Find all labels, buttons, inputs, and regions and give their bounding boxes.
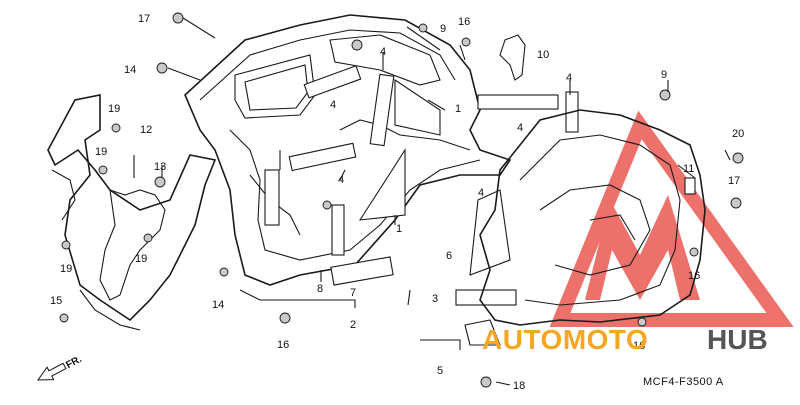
callout-17-top: 17 (138, 13, 150, 25)
callout-10: 10 (537, 49, 549, 61)
callout-11: 11 (683, 163, 694, 175)
watermark-logo-icon (549, 110, 794, 327)
callout-5: 5 (437, 365, 443, 377)
callout-14-low: 14 (212, 299, 224, 311)
callout-19-b: 19 (95, 146, 107, 158)
callout-12: 12 (140, 124, 152, 136)
callout-1-a: 1 (455, 103, 461, 115)
right-outer-cowl (464, 109, 706, 346)
watermark-text: AUTOMOTO HUB (482, 324, 768, 355)
callout-19-c: 19 (135, 253, 147, 265)
callout-17-right: 17 (728, 175, 740, 187)
callout-16-low: 16 (277, 339, 289, 351)
pad-parts (264, 65, 579, 306)
callout-14-top: 14 (124, 64, 136, 76)
callout-9-right: 9 (661, 69, 667, 81)
callout-9-top: 9 (440, 23, 446, 35)
center-cowl-frame (184, 14, 512, 286)
callout-8: 8 (317, 283, 323, 295)
diagram-code: MCF4-F3500 A (643, 376, 724, 388)
callout-7: 7 (350, 287, 356, 299)
callout-16-right: 16 (688, 270, 700, 282)
callout-6: 6 (446, 250, 452, 262)
left-inner-panel (47, 94, 217, 331)
callout-4-b: 4 (330, 99, 336, 111)
callout-19-d: 19 (60, 263, 72, 275)
callout-4-e: 4 (517, 122, 523, 134)
hardware-bolts (59, 12, 744, 388)
callout-18: 18 (513, 380, 525, 392)
callout-13: 13 (154, 161, 166, 173)
front-marker-label: FR. (64, 354, 84, 371)
callout-4-f: 4 (478, 187, 484, 199)
watermark-brand-part2: HUB (707, 324, 768, 355)
callout-4-d: 4 (338, 174, 344, 186)
callout-4-c: 4 (566, 72, 572, 84)
callout-15: 15 (50, 295, 62, 307)
front-direction-arrow-icon: FR. (37, 354, 84, 381)
callout-4-a: 4 (380, 46, 386, 58)
callout-16-top: 16 (458, 16, 470, 28)
callout-16-br: 16 (633, 340, 645, 352)
callout-3: 3 (432, 293, 438, 305)
callout-20: 20 (732, 128, 744, 140)
callout-labels: 17 9 16 10 14 4 4 1 9 4 19 12 19 13 19 4… (50, 13, 744, 392)
callout-2: 2 (350, 319, 356, 331)
callout-1-b: 1 (396, 223, 402, 235)
callout-19-a: 19 (108, 103, 120, 115)
watermark-brand-part1: AUTOMOTO (482, 324, 648, 355)
leader-lines (133, 17, 731, 386)
